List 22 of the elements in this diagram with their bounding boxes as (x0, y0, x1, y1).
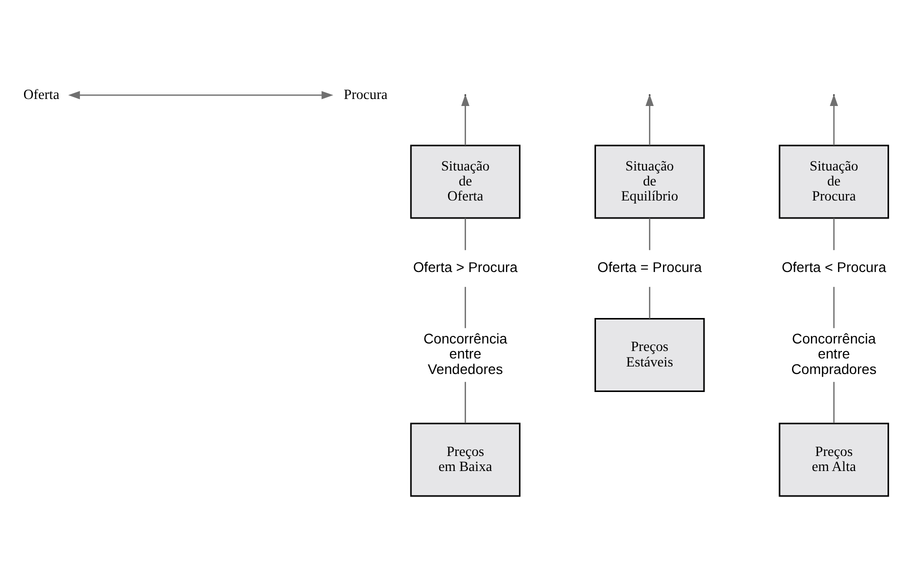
connector (464, 381, 466, 423)
node-text: Oferta = Procura (597, 258, 702, 275)
connector (648, 286, 650, 318)
connector (833, 381, 835, 423)
node-box: Preços Estáveis (594, 317, 705, 392)
node-text: Oferta < Procura (782, 258, 886, 275)
connector (464, 286, 466, 328)
connector (648, 218, 650, 250)
node-text: Concorrência entre Vendedores (423, 330, 508, 376)
arrow (68, 90, 334, 99)
node-box: Preços em Baixa (410, 422, 520, 496)
node-text: Oferta > Procura (413, 258, 518, 275)
node-box: Preços em Alta (778, 422, 890, 496)
node-text: Oferta (23, 86, 60, 102)
connector (464, 218, 466, 250)
connector (833, 218, 835, 250)
node-text: Procura (344, 86, 388, 102)
node-text: Concorrência entre Compradores (791, 330, 877, 376)
node-box: Situação de Procura (778, 144, 890, 218)
node-box: Situação de Equilíbrio (594, 144, 705, 218)
connector (833, 286, 835, 328)
node-box: Situação de Oferta (410, 144, 520, 218)
